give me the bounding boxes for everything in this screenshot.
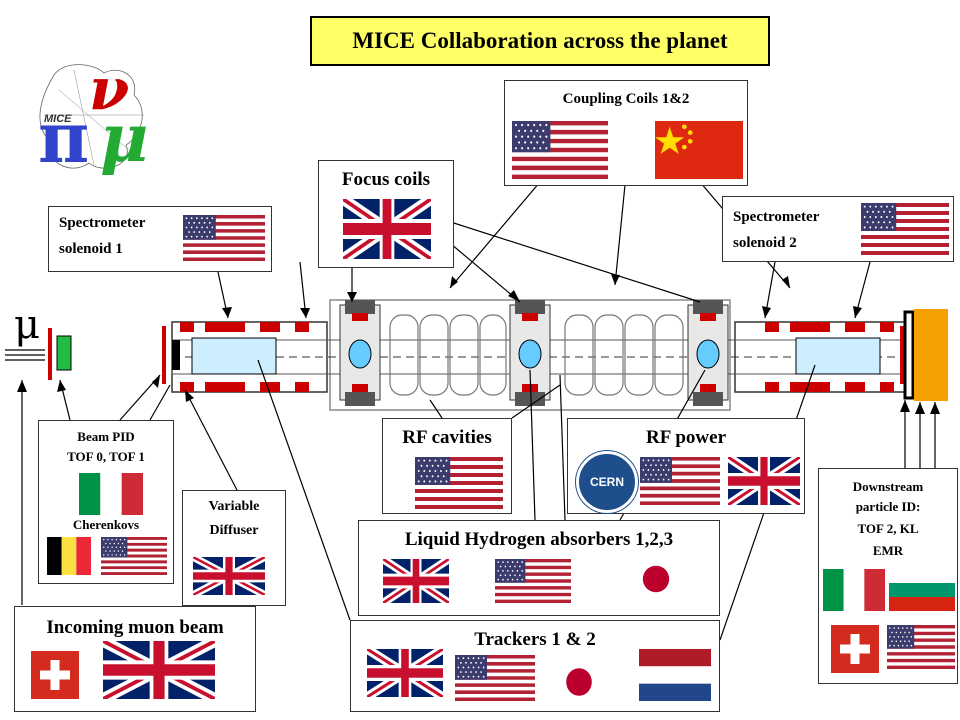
spectrometer-1-label-line2: solenoid 1 xyxy=(59,241,123,257)
tracker-2-volume xyxy=(795,337,881,375)
logo-text: MICE xyxy=(44,113,72,125)
downstream-detector-block xyxy=(914,309,948,401)
flag-china-icon xyxy=(655,121,743,179)
flag-italy-icon xyxy=(823,569,885,611)
downstream-label-line1: Downstream xyxy=(852,479,924,494)
flag-usa-icon xyxy=(495,559,571,603)
cherenkovs-label: Cherenkovs xyxy=(72,517,140,532)
incoming-beam-label: Incoming muon beam xyxy=(46,617,224,638)
rf-power-box: RF power CERN xyxy=(567,418,805,514)
variable-diffuser-box: Variable Diffuser xyxy=(182,490,286,606)
downstream-pid-box: Downstream particle ID: TOF 2, KL EMR xyxy=(818,468,958,684)
flag-switzerland-icon xyxy=(831,625,879,673)
focus-coils-box: Focus coils xyxy=(318,160,454,268)
variable-diffuser-label-line2: Diffuser xyxy=(209,523,259,538)
downstream-label-line3: TOF 2, KL xyxy=(857,521,919,536)
mice-logo: ν π μ MICE xyxy=(34,55,154,185)
flag-uk-icon xyxy=(193,557,265,595)
spectrometer-solenoid-2-box: Spectrometer solenoid 2 xyxy=(722,196,954,262)
rf-cavities-label: RF cavities xyxy=(402,427,492,448)
flag-belgium-icon xyxy=(47,537,91,575)
tracker-1-volume xyxy=(191,337,277,375)
spectrometer-2-label-line1: Spectrometer xyxy=(733,209,820,225)
flag-usa-icon xyxy=(183,215,265,261)
cern-logo-text: CERN xyxy=(589,475,624,489)
trackers-label: Trackers 1 & 2 xyxy=(474,629,596,650)
flag-usa-icon xyxy=(887,625,955,669)
flag-uk-icon xyxy=(728,457,800,505)
spectrometer-solenoid-1-box: Spectrometer solenoid 1 xyxy=(48,206,272,272)
flag-uk-icon xyxy=(343,199,431,259)
lh2-absorbers-box: Liquid Hydrogen absorbers 1,2,3 xyxy=(358,520,720,616)
rf-power-label: RF power xyxy=(645,427,727,448)
cern-logo: CERN xyxy=(576,451,638,513)
variable-diffuser-label-line1: Variable xyxy=(208,499,260,514)
flag-uk-icon xyxy=(367,649,443,697)
spectrometer-1-label-line1: Spectrometer xyxy=(59,215,146,231)
absorber-module-1 xyxy=(339,300,381,406)
flag-netherlands-icon xyxy=(639,649,711,701)
flag-switzerland-icon xyxy=(31,651,79,699)
mice-logo-artwork xyxy=(39,64,144,169)
flag-uk-icon xyxy=(103,641,215,699)
flag-usa-icon xyxy=(861,203,949,255)
absorber-module-2 xyxy=(509,300,551,406)
incoming-muon-beam-box: Incoming muon beam xyxy=(14,606,256,712)
flag-usa-icon xyxy=(455,655,535,701)
downstream-label-line2: particle ID: xyxy=(855,499,921,514)
beam-pid-label-line1: Beam PID xyxy=(77,429,135,444)
flag-usa-icon xyxy=(512,121,608,179)
flag-japan-icon xyxy=(623,557,689,601)
downstream-label-line4: EMR xyxy=(872,543,904,558)
trackers-box: Trackers 1 & 2 xyxy=(350,620,720,712)
flag-usa-icon xyxy=(640,457,720,505)
flag-italy-icon xyxy=(79,473,143,515)
logo-nu: ν xyxy=(89,55,130,123)
flag-bulgaria-icon xyxy=(889,569,955,611)
focus-coils-label: Focus coils xyxy=(341,169,431,190)
beam-pid-box: Beam PID TOF 0, TOF 1 Cherenkovs xyxy=(38,420,174,584)
spectrometer-2-label-line2: solenoid 2 xyxy=(733,235,797,251)
absorber-module-3 xyxy=(687,300,729,406)
coupling-coils-box: Coupling Coils 1&2 xyxy=(504,80,748,186)
flag-usa-icon xyxy=(415,457,503,509)
beam-pid-label-line2: TOF 0, TOF 1 xyxy=(67,449,145,464)
coupling-coils-label: Coupling Coils 1&2 xyxy=(562,91,690,107)
logo-mu: μ xyxy=(100,99,149,177)
rf-cavities-box: RF cavities xyxy=(382,418,512,514)
flag-usa-icon xyxy=(101,537,167,575)
flag-japan-icon xyxy=(547,659,611,705)
lh2-absorbers-label: Liquid Hydrogen absorbers 1,2,3 xyxy=(404,529,674,550)
page-title: MICE Collaboration across the planet xyxy=(310,16,770,66)
flag-uk-icon xyxy=(383,559,449,603)
muon-symbol: μ xyxy=(14,302,40,348)
logo-pi: π xyxy=(38,96,90,179)
